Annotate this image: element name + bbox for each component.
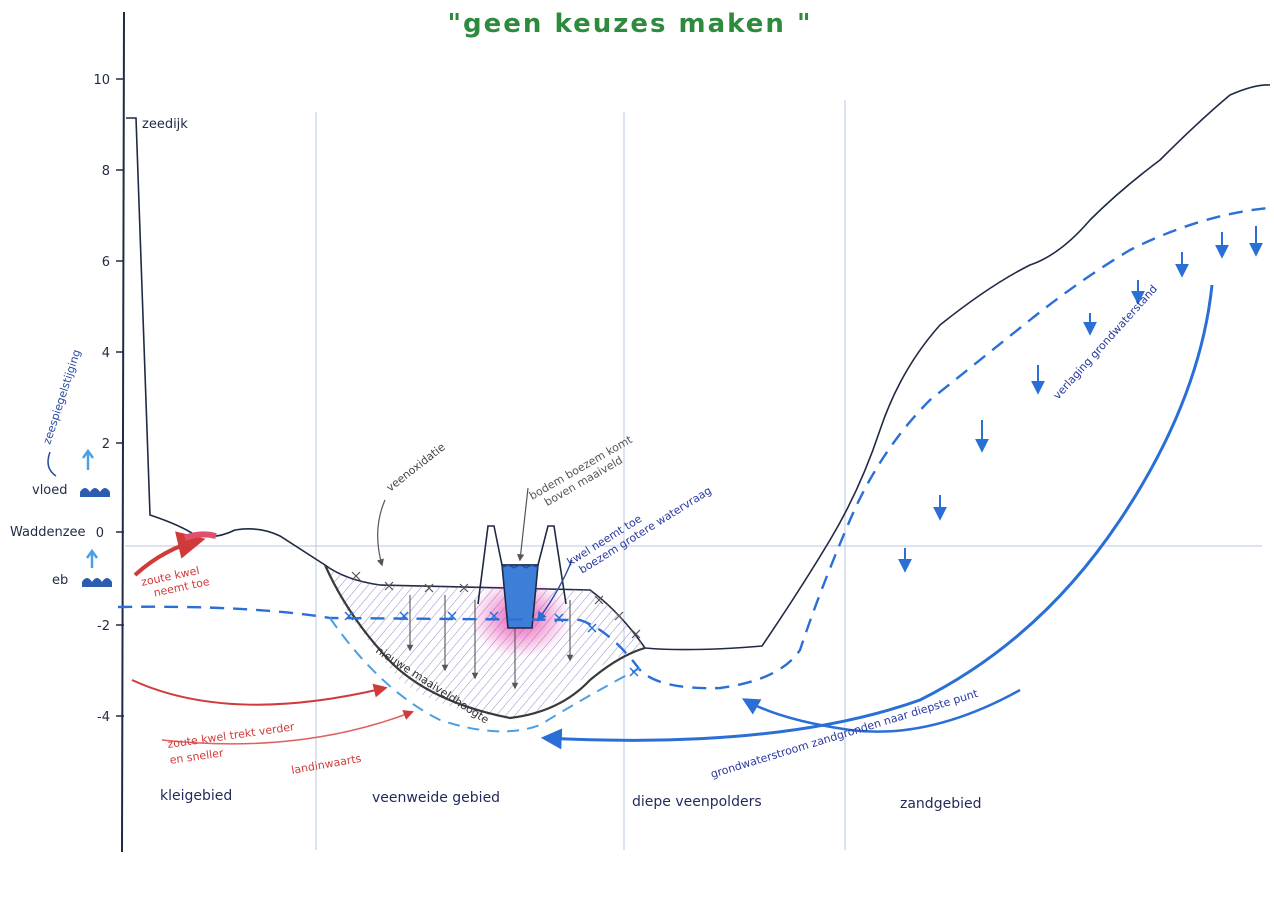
tick-label-minus-4: -4 — [97, 710, 110, 725]
salt-seepage-inland-arrow-2 — [161, 710, 414, 745]
y-axis — [121, 11, 125, 853]
label-vloed: vloed — [32, 483, 68, 498]
curved-arrow-icon — [47, 451, 57, 477]
label-zeespiegelstijging: zeespiegelstijging — [40, 348, 83, 446]
boezem-canal — [477, 525, 567, 629]
tick-label-4: 4 — [102, 346, 110, 361]
pointer-kwel — [536, 559, 573, 622]
label-verlaging-grondwaterstand: verlaging grondwaterstand — [1051, 282, 1160, 402]
diagram-title: "geen keuzes maken " — [448, 9, 813, 39]
up-arrows-icon — [81, 448, 99, 568]
region-veenweide-gebied: veenweide gebied — [372, 790, 500, 806]
label-eb: eb — [52, 573, 68, 588]
new-ground-level-line — [323, 564, 646, 720]
region-zandgebied: zandgebied — [900, 796, 981, 812]
region-kleigebied: kleigebied — [160, 788, 232, 804]
tick-label-10: 10 — [93, 73, 110, 88]
label-veenoxidatie: veenoxidatie — [384, 440, 448, 494]
grid-lines — [125, 100, 1262, 850]
label-zoute-kwel-neemt-toe: zoute kwel neemt toe — [140, 562, 211, 601]
label-kwel-neemt-toe: kwel neemt toe boezem grotere watervraag — [565, 473, 714, 580]
label-landinwaarts: landinwaarts — [290, 752, 362, 777]
tick-label-minus-2: -2 — [97, 619, 110, 634]
label-zeedijk: zeedijk — [142, 117, 188, 132]
groundwater-lowering-arrows — [898, 226, 1263, 573]
pointer-bodem-boezem — [517, 487, 529, 562]
tick-label-2: 2 — [102, 437, 110, 452]
y-axis-tick-labels: 10 8 6 4 2 0 -2 -4 — [93, 73, 110, 725]
pointer-veenoxidatie — [376, 499, 386, 567]
salt-seepage-zone — [183, 531, 217, 541]
salt-seepage-inland-arrow — [131, 679, 388, 706]
groundwater-flow-arrow-2 — [741, 688, 1021, 733]
tick-label-0: 0 — [96, 526, 104, 541]
peat-surface-marks — [351, 571, 641, 639]
water-waves-icon — [80, 488, 112, 587]
y-axis-ticks — [116, 78, 124, 717]
tick-label-6: 6 — [102, 255, 110, 270]
region-diepe-veenpolders: diepe veenpolders — [632, 794, 762, 810]
groundwater-x-marks — [344, 611, 639, 677]
groundwater-flow-arrow — [540, 284, 1214, 750]
groundwater-level-dashed — [117, 206, 1269, 690]
terrain-profile-line — [126, 84, 1271, 651]
old-groundwater-level-dashed — [329, 617, 641, 733]
salt-seepage-arrow — [133, 531, 206, 577]
label-waddenzee: Waddenzee — [10, 525, 86, 540]
tick-label-8: 8 — [102, 164, 110, 179]
label-bodem-boezem: bodem boezem komt boven maaiveld — [527, 431, 644, 514]
